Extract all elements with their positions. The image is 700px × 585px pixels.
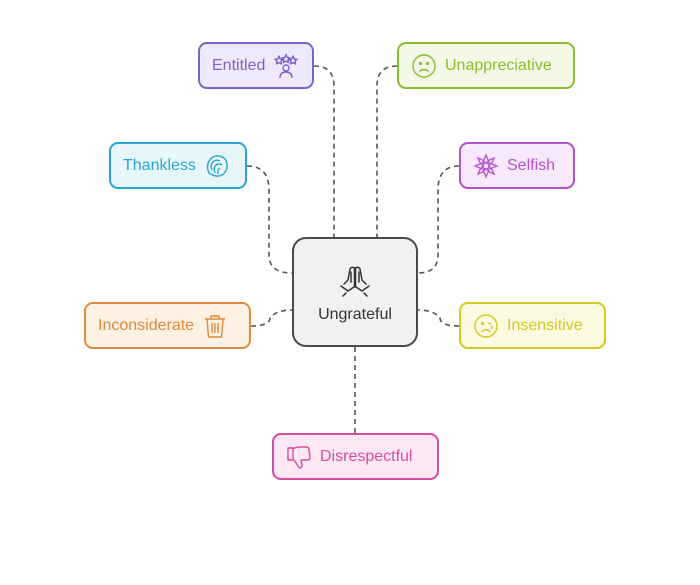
- connector-entitled: [313, 65, 335, 237]
- node-label: Selfish: [507, 156, 556, 174]
- node-label: Entitled: [212, 56, 266, 74]
- center-node-ungrateful: Ungrateful: [292, 237, 418, 347]
- node-label: Disrespectful: [320, 447, 413, 465]
- frown-face-icon: [411, 53, 437, 79]
- center-label: Ungrateful: [318, 306, 392, 323]
- connector-thankless: [246, 165, 293, 274]
- node-label: Thankless: [123, 156, 196, 174]
- sad-face-icon: [473, 313, 499, 339]
- praying-hands-icon: [335, 260, 375, 300]
- empty-hand-icon: [204, 153, 230, 179]
- node-thankless: Thankless: [109, 142, 247, 189]
- node-label: Insensitive: [507, 316, 583, 334]
- node-insensitive: Insensitive: [459, 302, 606, 349]
- node-label: Unappreciative: [445, 56, 552, 74]
- node-disrespectful: Disrespectful: [272, 433, 439, 480]
- thumbs-down-icon: [286, 444, 312, 470]
- node-unappreciative: Unappreciative: [397, 42, 575, 89]
- connector-insensitive: [417, 309, 460, 327]
- crowned-person-icon: [273, 53, 299, 79]
- node-inconsiderate: Inconsiderate: [84, 302, 251, 349]
- connector-inconsiderate: [250, 309, 293, 327]
- node-selfish: Selfish: [459, 142, 575, 189]
- trash-can-icon: [202, 313, 228, 339]
- connector-selfish: [417, 165, 460, 274]
- node-label: Inconsiderate: [98, 316, 195, 334]
- node-entitled: Entitled: [198, 42, 314, 89]
- mandala-icon: [473, 152, 499, 179]
- connector-unappreciative: [376, 65, 398, 237]
